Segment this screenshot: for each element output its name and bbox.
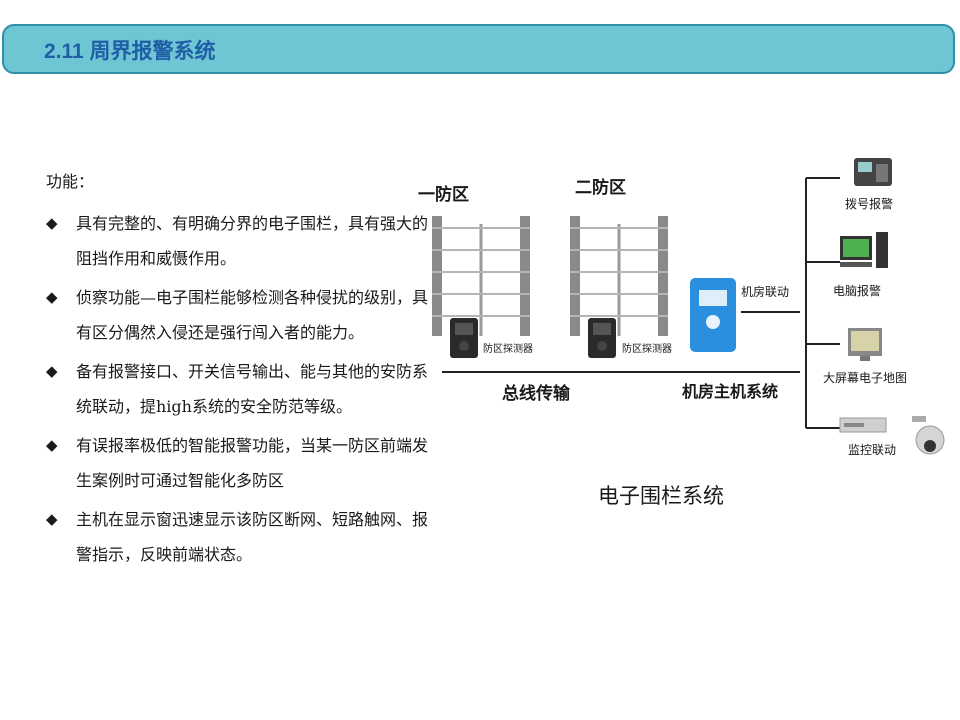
diamond-bullet-icon: ◆ [46,288,58,306]
detector-zone1 [450,318,478,358]
fence-zone2 [568,214,670,338]
camera-icon [912,416,945,455]
diamond-bullet-icon: ◆ [46,214,58,232]
diamond-bullet-icon: ◆ [46,510,58,528]
fence-zone1 [430,214,532,338]
zone1-label: 一防区 [418,184,469,205]
page-title: 2.11 周界报警系统 [44,40,216,63]
feature-text: 具有完整的、有明确分界的电子围栏，具有强大的阻挡作用和威慑作用。 [76,214,429,268]
diamond-bullet-icon: ◆ [46,436,58,454]
feature-text: 主机在显示窗迅速显示该防区断网、短路触网、报警指示，反映前端状态。 [76,510,429,564]
phone-icon [854,158,892,186]
feature-text: 有误报率极低的智能报警功能，当某一防区前端发生案例时可通过智能化多防区 [76,436,429,490]
feature-text: 备有报警接口、开关信号输出、能与其他的安防系统联动，提high系统的安全防范等级… [76,362,429,416]
detector-label-zone1: 防区探测器 [483,342,533,355]
feature-item: ◆ 侦察功能—电子围栏能够检测各种侵扰的级别，具有区分偶然入侵还是强行闯入者的能力… [46,280,441,350]
feature-item: ◆ 主机在显示窗迅速显示该防区断网、短路触网、报警指示，反映前端状态。 [46,502,441,572]
zone2-label: 二防区 [575,177,626,198]
feature-item: ◆ 备有报警接口、开关信号输出、能与其他的安防系统联动，提high系统的安全防范等… [46,354,441,424]
detector-zone2 [588,318,616,358]
dvr-icon [839,417,887,433]
host-link-label: 机房联动 [741,284,789,299]
feature-item: ◆ 有误报率极低的智能报警功能，当某一防区前端发生案例时可通过智能化多防区 [46,428,441,498]
header-bar: 2.11 周界报警系统 [2,24,955,74]
output-label-map: 大屏幕电子地图 [823,371,907,385]
output-label-dial: 拨号报警 [845,196,893,211]
feature-text: 侦察功能—电子围栏能够检测各种侵扰的级别，具有区分偶然入侵还是强行闯入者的能力。 [76,288,429,342]
features-heading: 功能： [46,172,95,191]
output-label-computer: 电脑报警 [833,283,881,298]
output-label-cctv: 监控联动 [848,443,896,457]
monitor-map-icon [848,328,882,361]
feature-item: ◆ 具有完整的、有明确分界的电子围栏，具有强大的阻挡作用和威慑作用。 [46,206,441,276]
diamond-bullet-icon: ◆ [46,362,58,380]
host-controller-icon [690,278,736,352]
bus-label: 总线传输 [502,383,571,404]
feature-list: 功能： ◆ 具有完整的、有明确分界的电子围栏，具有强大的阻挡作用和威慑作用。 ◆ 侦… [46,170,441,576]
computer-icon [840,232,888,268]
host-label: 机房主机系统 [682,382,778,401]
detector-label-zone2: 防区探测器 [622,342,672,355]
diagram-caption: 电子围栏系统 [598,484,724,508]
